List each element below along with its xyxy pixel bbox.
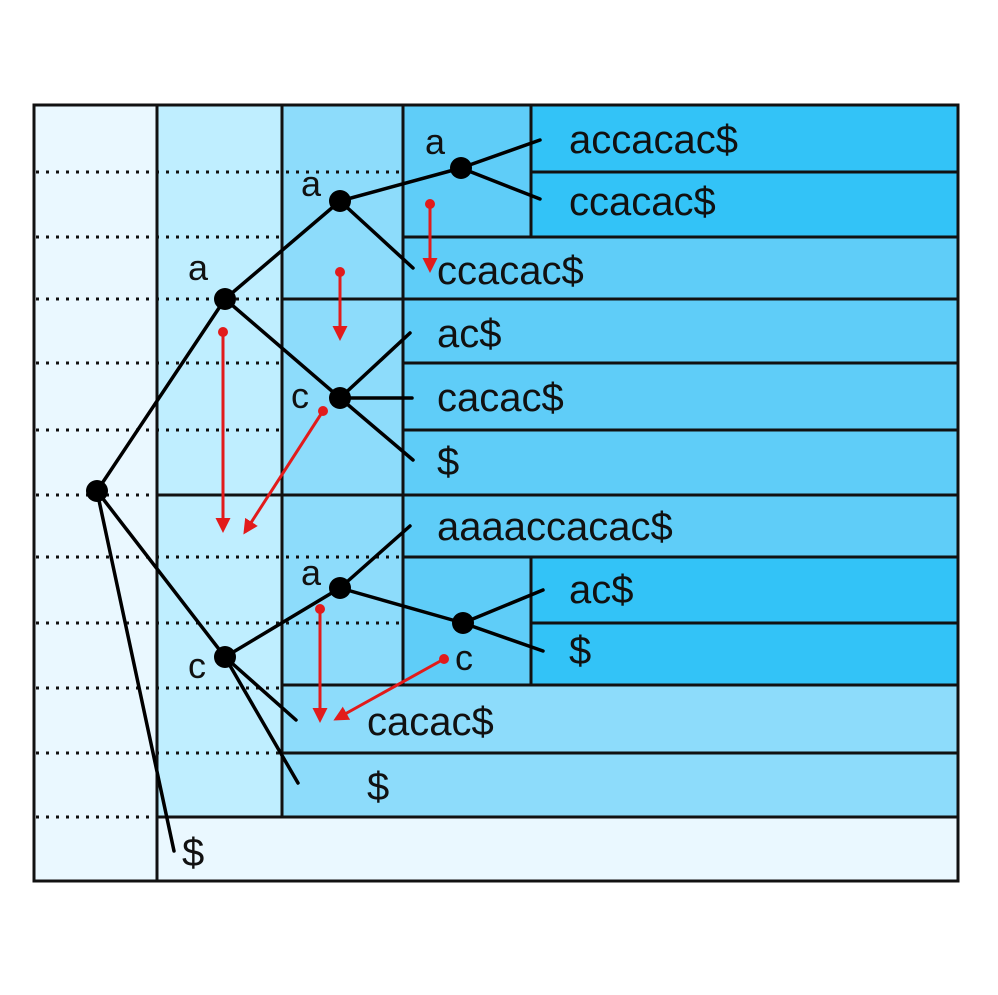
edge-ac-leaf3 <box>338 396 415 462</box>
tree-edges <box>95 138 545 853</box>
dotted-row-lines <box>36 170 403 819</box>
suffix-label: $ <box>367 765 389 809</box>
suffix-label: aaaaccacac$ <box>437 505 673 549</box>
node-root <box>86 480 108 502</box>
node-cac <box>452 612 474 634</box>
depth-blocks <box>34 105 958 881</box>
edge-labels: a a a c c a c <box>188 121 473 686</box>
suffix-label: cacac$ <box>367 700 494 744</box>
label-a-aa: a <box>301 163 322 204</box>
edge-c-leaf2 <box>223 655 300 785</box>
node-ac <box>329 387 351 409</box>
suffix-label: ac$ <box>437 312 502 356</box>
node-a <box>214 288 236 310</box>
suffix-link-arrows <box>215 204 445 723</box>
arrow-6 <box>333 657 445 721</box>
label-root-c: c <box>188 645 206 686</box>
label-a-ac: c <box>291 375 309 416</box>
edge-c-leaf1 <box>223 655 298 722</box>
suffix-label: cacac$ <box>437 376 564 420</box>
block-borders <box>32 103 960 883</box>
suffix-link-arrow-tails <box>218 199 449 664</box>
suffix-label: accacac$ <box>569 118 738 162</box>
arrow-4 <box>243 410 325 535</box>
edge-a-aa <box>223 199 342 301</box>
edge-ac-leaf1 <box>338 331 412 400</box>
node-c <box>214 646 236 668</box>
label-ca-cac: c <box>455 637 473 678</box>
edge-root-a <box>95 297 227 493</box>
edge-aa-aaa <box>338 166 463 203</box>
suffix-label: $ <box>437 440 459 484</box>
suffix-label: ac$ <box>569 568 634 612</box>
node-aaa <box>450 157 472 179</box>
label-root-a: a <box>188 247 209 288</box>
label-aa-aaa: a <box>425 121 446 162</box>
suffix-labels: accacac$ ccacac$ ccacac$ ac$ cacac$ $ aa… <box>182 118 738 875</box>
edge-aaa-leaf2 <box>459 166 542 201</box>
edge-aaa-leaf1 <box>459 138 542 170</box>
edge-cac-leaf2 <box>461 621 545 653</box>
edge-cac-leaf1 <box>461 588 545 625</box>
edge-ca-cac <box>338 586 465 625</box>
suffix-label: $ <box>182 831 204 875</box>
edge-ca-leaf <box>338 524 412 590</box>
edge-a-ac <box>223 297 342 400</box>
edge-root-leaf <box>95 489 176 853</box>
suffix-label: ccacac$ <box>569 180 716 224</box>
edge-c-ca <box>223 586 342 659</box>
block-depth4-cac <box>531 557 958 685</box>
node-aa <box>329 190 351 212</box>
suffix-label: ccacac$ <box>437 249 584 293</box>
tree-nodes <box>86 157 474 668</box>
label-c-ca: a <box>301 552 322 593</box>
edge-root-c <box>95 489 227 659</box>
node-ca <box>329 577 351 599</box>
suffix-label: $ <box>569 629 591 673</box>
edge-aa-leaf <box>338 199 415 270</box>
